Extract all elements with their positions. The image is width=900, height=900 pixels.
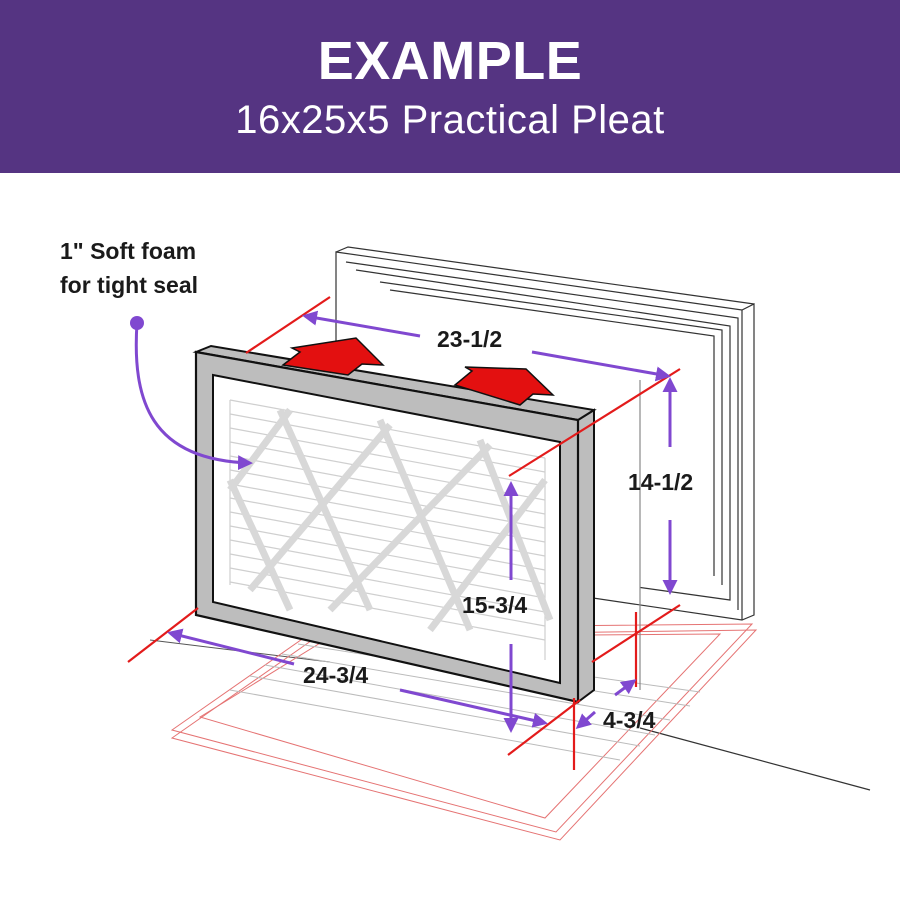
header-banner: EXAMPLE 16x25x5 Practical Pleat — [0, 0, 900, 173]
callout-pointer-icon — [130, 316, 253, 471]
foam-seal-callout: 1" Soft foam for tight seal — [60, 234, 198, 302]
dimension-housing-width: 23-1/2 — [437, 326, 503, 352]
air-filter — [192, 344, 597, 704]
support-grid — [226, 407, 554, 633]
dimension-filter-depth: 4-3/4 — [603, 707, 656, 733]
callout-line-1: 1" Soft foam — [60, 238, 197, 264]
dimension-housing-height: 14-1/2 — [628, 469, 694, 495]
page-title: EXAMPLE — [317, 31, 583, 91]
filter-dimension-diagram — [127, 246, 871, 841]
dimension-filter-width: 24-3/4 — [303, 662, 369, 688]
product-name: 16x25x5 Practical Pleat — [235, 98, 665, 142]
dimension-arrows — [167, 310, 678, 733]
callout-line-2: for tight seal — [60, 272, 199, 298]
dimension-filter-height: 15-3/4 — [462, 592, 528, 618]
airflow-arrows-icon — [281, 337, 555, 406]
